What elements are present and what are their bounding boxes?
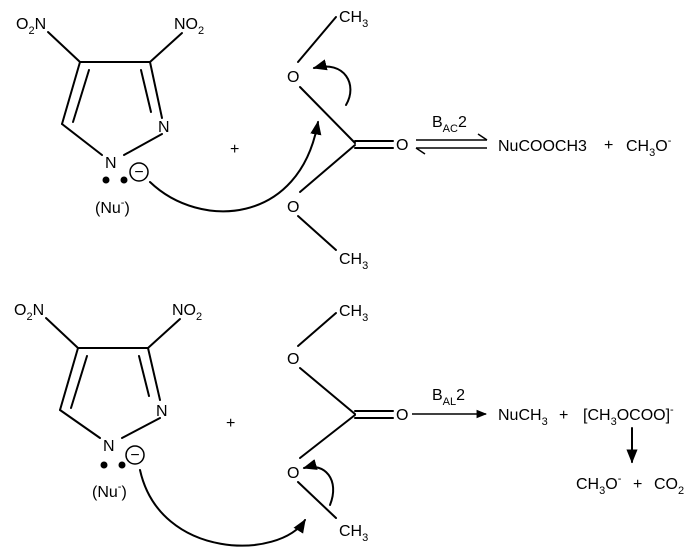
plus-sign-products: +	[559, 407, 568, 424]
product-methoxide: CH3O-	[576, 473, 622, 497]
lone-pair-dots	[102, 176, 128, 184]
reaction-bottom: O2N NO2 N N − (Nu-) +	[14, 302, 684, 547]
plus-sign-products: +	[604, 137, 613, 154]
dimethyl-carbonate: CH3 O O O CH3	[287, 303, 408, 544]
methyl-bottom: CH3	[339, 523, 368, 544]
curved-electron-arrow	[302, 459, 335, 506]
plus-sign-decomposition: +	[633, 476, 642, 493]
negative-charge-circle	[129, 162, 149, 182]
methylcarbonate-anion: [CH3OCOO]-	[583, 404, 674, 428]
nucleophile-label: (Nu-)	[95, 197, 130, 217]
product-nuch3: NuCH3	[498, 407, 548, 428]
nitro-group-left: O2N	[16, 16, 46, 37]
pyrazole-ring-bonds	[45, 317, 181, 439]
product-methoxide: CH3O-	[626, 135, 672, 159]
product-nucooch3: NuCOOCH3	[498, 138, 587, 155]
pyrazole-anion: O2N NO2 N N − (Nu-)	[16, 16, 204, 217]
ring-nitrogen-1: N	[105, 155, 117, 172]
equilibrium-arrow	[415, 133, 488, 155]
ether-oxygen-top: O	[287, 69, 299, 86]
dimethyl-carbonate: CH3 O O O CH3	[287, 9, 408, 272]
curved-electron-arrow	[312, 59, 352, 106]
plus-sign: +	[226, 415, 235, 432]
ring-nitrogen-2: N	[158, 119, 170, 136]
lone-pair-dots	[100, 461, 126, 469]
methyl-top: CH3	[339, 9, 368, 30]
mechanism-label-bac2: BAC2	[432, 114, 467, 135]
carbonyl-oxygen: O	[396, 407, 408, 424]
plus-sign: +	[230, 141, 239, 158]
ether-oxygen-bottom: O	[287, 199, 299, 216]
nucleophile-label: (Nu-)	[92, 481, 127, 501]
curved-attack-arrow	[139, 469, 306, 547]
negative-charge-circle	[125, 445, 145, 465]
ring-nitrogen-1: N	[103, 438, 115, 455]
nitro-group-left: O2N	[14, 302, 44, 323]
curved-attack-arrow	[149, 120, 322, 213]
methyl-top: CH3	[339, 303, 368, 324]
methyl-bottom: CH3	[339, 251, 368, 272]
pyrazole-ring-bonds	[47, 31, 183, 156]
nitro-group-right: NO2	[172, 302, 202, 323]
ether-oxygen-top: O	[287, 351, 299, 368]
ring-nitrogen-2: N	[156, 403, 168, 420]
negative-charge-sign: −	[130, 447, 139, 464]
carbonyl-oxygen: O	[396, 137, 408, 154]
ether-oxygen-bottom: O	[287, 465, 299, 482]
product-co2: CO2	[654, 476, 684, 497]
negative-charge-sign: −	[134, 164, 143, 181]
nitro-group-right: NO2	[174, 16, 204, 37]
reaction-top: O2N NO2 N N − (Nu-) +	[16, 9, 672, 272]
mechanism-label-bal2: BAL2	[432, 387, 465, 408]
pyrazole-anion: O2N NO2 N N − (Nu-)	[14, 302, 202, 501]
